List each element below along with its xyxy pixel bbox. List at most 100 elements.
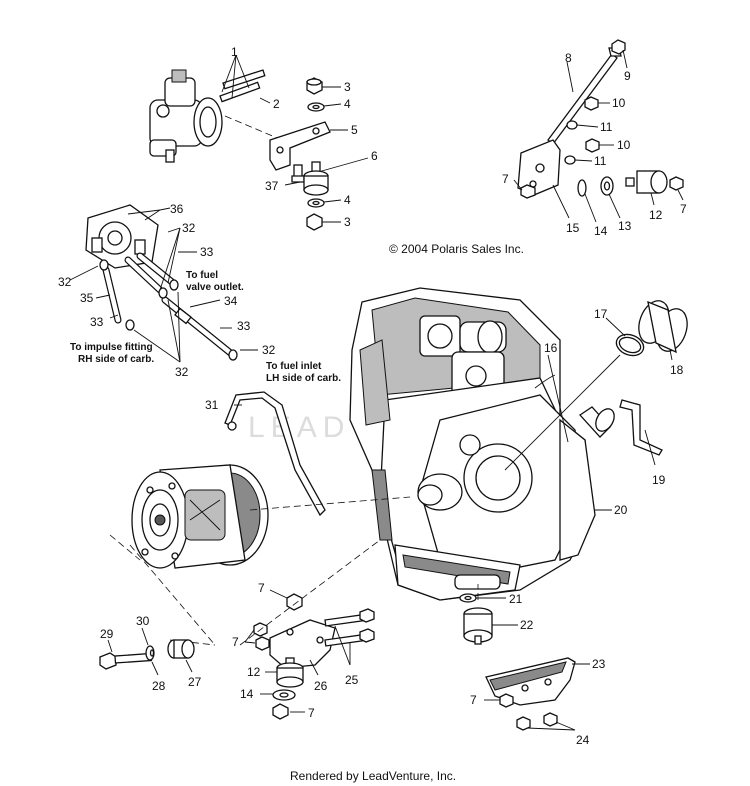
- rubber-mount-12-lower: [276, 657, 304, 688]
- callout-c3a: 3: [344, 80, 351, 94]
- callout-c25: 25: [345, 673, 359, 687]
- clamp-17: [615, 333, 645, 357]
- note-fuel-valve-line2: valve outlet.: [186, 282, 244, 293]
- callout-c9: 9: [624, 69, 631, 83]
- callout-c17: 17: [594, 307, 608, 321]
- fuel-pump: [85, 204, 159, 269]
- callout-c10b: 10: [617, 138, 631, 152]
- bolt-9: [611, 39, 626, 55]
- callout-c23: 23: [592, 657, 606, 671]
- engine-assembly: [349, 287, 615, 601]
- washer-4-upper: [307, 102, 325, 112]
- callout-c4a: 4: [344, 97, 351, 111]
- note-impulse-fitting: To impulse fitting RH side of carb.: [70, 342, 154, 365]
- bolt-29: [99, 652, 153, 670]
- rubber-mount-22: [463, 607, 493, 645]
- screw-6: [291, 164, 305, 183]
- spacer-13: [600, 176, 614, 196]
- callout-c32c: 32: [262, 343, 276, 357]
- callout-c7b: 7: [680, 202, 687, 216]
- callout-c2: 2: [273, 97, 280, 111]
- nut-10-lower: [585, 138, 600, 153]
- callout-c29: 29: [100, 627, 114, 641]
- callout-c24: 24: [576, 733, 590, 747]
- nut-3-upper: [306, 77, 323, 95]
- callout-c7e: 7: [308, 706, 315, 720]
- callout-c26: 26: [314, 679, 328, 693]
- engine-bracket-26: [269, 619, 336, 669]
- callout-c8: 8: [565, 51, 572, 65]
- callout-c21: 21: [509, 592, 523, 606]
- nut-10-upper: [584, 96, 599, 111]
- callout-c28: 28: [152, 679, 166, 693]
- mount-bracket-23: [485, 657, 576, 706]
- callout-c30: 30: [136, 614, 150, 628]
- note-fuel-inlet-line1: To fuel inlet: [266, 361, 322, 372]
- callout-c7c: 7: [258, 581, 265, 595]
- callout-c14b: 14: [240, 687, 254, 701]
- callout-c34: 34: [224, 294, 238, 308]
- note-impulse-line1: To impulse fitting: [70, 342, 153, 353]
- callout-c4b: 4: [344, 193, 351, 207]
- note-fuel-inlet-line2: LH side of carb.: [266, 373, 341, 384]
- drive-clutch: [131, 464, 269, 569]
- bolts-25: [324, 608, 375, 647]
- callout-c3b: 3: [344, 215, 351, 229]
- nut-7-upper-right: [669, 176, 684, 191]
- callout-c12b: 12: [247, 665, 261, 679]
- callout-c15: 15: [566, 221, 580, 235]
- callout-c33c: 33: [237, 319, 251, 333]
- callout-c16: 16: [544, 341, 558, 355]
- callout-c32a: 32: [182, 221, 196, 235]
- callout-c11a: 11: [600, 120, 613, 134]
- note-fuel-inlet: To fuel inlet LH side of carb.: [266, 361, 341, 384]
- breather-19: [619, 399, 663, 456]
- nut-7-mid: [286, 593, 303, 611]
- vent-line-31: [224, 391, 326, 517]
- callout-c36: 36: [170, 202, 184, 216]
- callout-c7d: 7: [232, 635, 239, 649]
- callout-c27: 27: [188, 675, 202, 689]
- air-boot-18: [638, 300, 688, 354]
- callout-c31: 31: [205, 398, 219, 412]
- note-impulse-line2: RH side of carb.: [78, 354, 154, 365]
- callout-c14a: 14: [594, 224, 608, 238]
- mount-bracket-15: [517, 139, 561, 196]
- hose-clamps: [99, 259, 238, 361]
- nuts-7-bracket: [253, 622, 270, 651]
- callout-c32b: 32: [58, 275, 72, 289]
- carb-bracket-5: [269, 121, 331, 171]
- callout-c10a: 10: [612, 96, 626, 110]
- callout-c32d: 32: [175, 365, 189, 379]
- callout-c20: 20: [614, 503, 628, 517]
- callout-c1: 1: [231, 45, 238, 59]
- callout-c12a: 12: [649, 208, 663, 222]
- callout-c6: 6: [371, 149, 378, 163]
- washer-11-upper: [566, 120, 578, 130]
- callout-c22: 22: [520, 618, 534, 632]
- carburetor: [149, 69, 266, 163]
- footer-text: Rendered by LeadVenture, Inc.: [290, 769, 456, 783]
- rubber-mount-12-upper: [625, 170, 668, 194]
- callout-c19: 19: [652, 473, 666, 487]
- rubber-mount-37: [303, 161, 329, 196]
- callout-c33b: 33: [90, 315, 104, 329]
- spacer-27: [167, 639, 195, 659]
- washer-21: [459, 593, 477, 603]
- callout-c5: 5: [351, 123, 358, 137]
- callout-c33a: 33: [200, 245, 214, 259]
- callout-c37: 37: [265, 179, 279, 193]
- callout-c13: 13: [618, 219, 632, 233]
- nut-7-upper-left: [520, 184, 536, 199]
- washer-14-upper: [577, 179, 587, 197]
- washer-30-28: [145, 645, 155, 661]
- callout-c7f: 7: [470, 693, 477, 707]
- fuel-hoses: [102, 252, 237, 359]
- callout-c7a: 7: [502, 172, 509, 186]
- note-fuel-valve: To fuel valve outlet.: [186, 270, 244, 293]
- note-fuel-valve-line1: To fuel: [186, 270, 218, 281]
- callout-c11b: 11: [594, 154, 607, 168]
- copyright-text: © 2004 Polaris Sales Inc.: [389, 242, 524, 256]
- nuts-24: [516, 712, 558, 731]
